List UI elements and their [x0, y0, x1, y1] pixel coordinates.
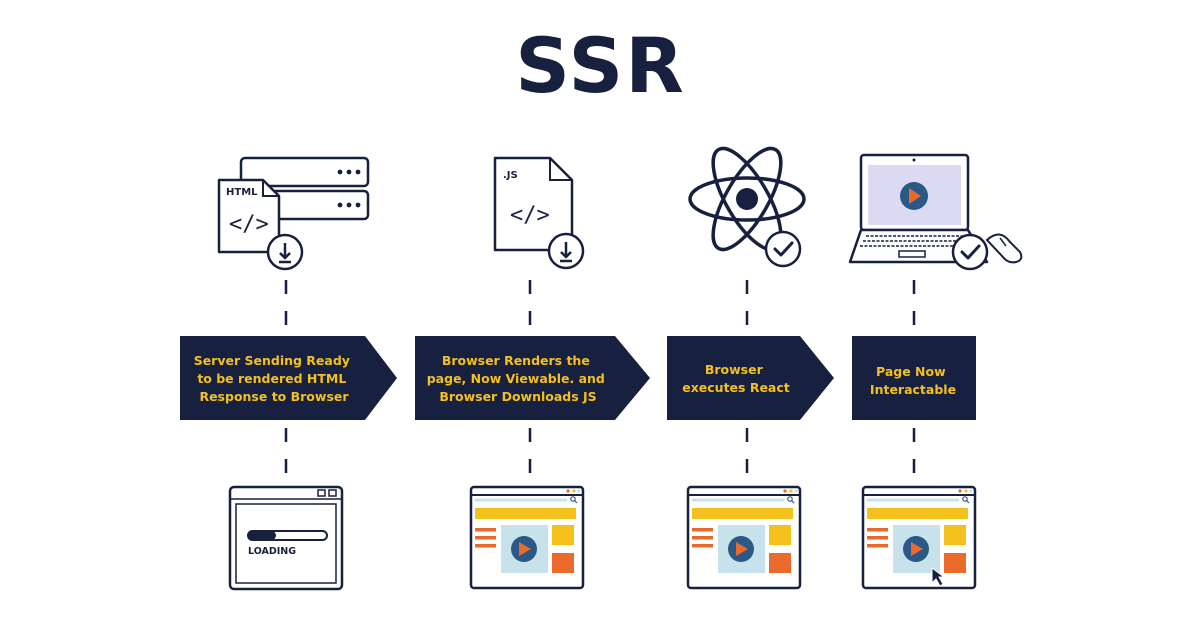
svg-text:Page Now Interactable: Page Now Interactable — [870, 364, 956, 397]
step-3-line-1: Browser — [705, 362, 764, 377]
rendered-page-icon — [686, 485, 802, 590]
step-banner-3: Browser executes React — [667, 336, 834, 420]
js-code-glyph: </> — [510, 203, 550, 228]
step-banner-4: Page Now Interactable — [852, 336, 976, 420]
step-4-line-2: Interactable — [870, 382, 956, 397]
step-banner-1: Server Sending Ready to be rendered HTML… — [180, 336, 397, 420]
html-doc-label: HTML — [226, 187, 258, 198]
laptop-icon — [848, 153, 1023, 271]
step-2-line-3: Browser Downloads JS — [439, 389, 596, 404]
loading-progress-fill — [248, 531, 276, 540]
step-2-line-1: Browser Renders the — [442, 353, 590, 368]
connector-lines — [284, 280, 916, 478]
js-doc-label: .JS — [503, 170, 518, 181]
loading-label: LOADING — [248, 546, 296, 557]
react-atom-icon — [688, 146, 806, 268]
interactive-page-icon — [861, 485, 977, 590]
step-4-line-1: Page Now — [876, 364, 946, 379]
step-1-line-3: Response to Browser — [199, 389, 349, 404]
svg-text:Browser Renders the page: Browser Renders the page, Now Viewable. … — [427, 353, 610, 404]
js-file-icon: .JS </> — [493, 156, 585, 270]
html-code-glyph: </> — [229, 212, 269, 237]
svg-text:Server Sending Ready to: Server Sending Ready to be rendered HTML… — [194, 353, 355, 404]
step-1-line-2: to be rendered HTML — [197, 371, 346, 386]
download-icon — [266, 233, 304, 271]
step-2-line-2: page, Now Viewable. and — [427, 371, 605, 386]
mouse-icon — [985, 233, 1023, 264]
step-1-line-1: Server Sending Ready — [194, 353, 350, 368]
rendered-page-icon — [469, 485, 585, 590]
check-icon — [951, 233, 989, 271]
step-3-line-2: executes React — [682, 380, 790, 395]
page-title: SSR — [515, 21, 686, 110]
step-banner-2: Browser Renders the page, Now Viewable. … — [415, 336, 650, 420]
html-server-icon: HTML </> — [217, 156, 370, 271]
cursor-icon — [931, 567, 946, 587]
download-icon — [547, 232, 585, 270]
loading-browser-icon: LOADING — [228, 485, 344, 591]
svg-text:Browser executes React: Browser executes React — [682, 362, 790, 395]
check-icon — [764, 230, 802, 268]
